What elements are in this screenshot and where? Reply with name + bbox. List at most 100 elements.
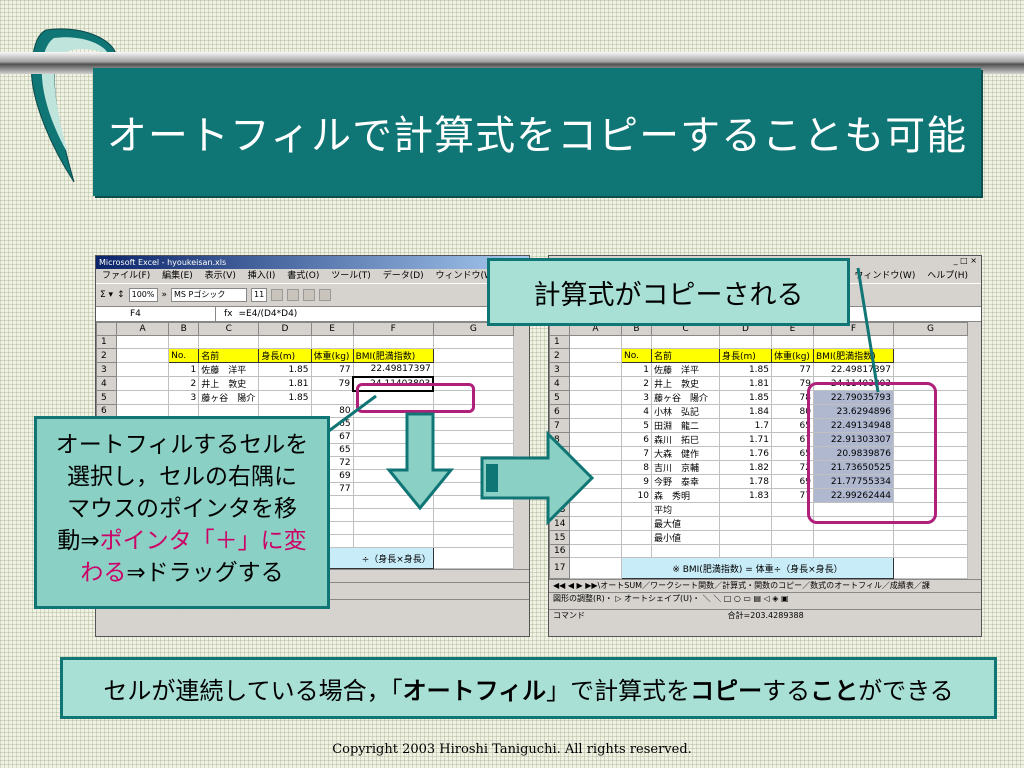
- bold-button[interactable]: [271, 289, 284, 301]
- cell[interactable]: 1: [621, 362, 652, 377]
- cell[interactable]: 吉川 京輔: [651, 460, 720, 475]
- cell[interactable]: 4: [621, 404, 652, 419]
- cell[interactable]: 佐藤 洋平: [651, 362, 720, 377]
- cell[interactable]: 77: [310, 362, 354, 377]
- col-header[interactable]: E: [310, 322, 354, 336]
- menu-file[interactable]: ファイル(F): [102, 271, 151, 281]
- align-center-button[interactable]: [303, 289, 316, 301]
- cell[interactable]: 22.99262444: [813, 488, 894, 503]
- cell[interactable]: 森 秀明: [651, 488, 720, 503]
- excel-window-right: _ □ × ウィンドウ(W) ヘルプ(H) Σ ▾ ↕ A B C D E F …: [548, 255, 982, 637]
- cell[interactable]: 7: [621, 446, 652, 461]
- header-height[interactable]: 身長(m): [719, 348, 772, 363]
- cell[interactable]: 3: [621, 390, 652, 405]
- cell[interactable]: 1.82: [719, 460, 772, 475]
- cell[interactable]: 今野 泰幸: [651, 474, 720, 489]
- font-select[interactable]: MS Pゴシック: [171, 288, 248, 302]
- cell[interactable]: 1.81: [258, 376, 312, 391]
- menu-window[interactable]: ウィンドウ(W): [435, 271, 497, 281]
- menu-edit[interactable]: 編集(E): [162, 271, 193, 281]
- cell[interactable]: 1.81: [719, 376, 772, 391]
- cell[interactable]: 6: [621, 432, 652, 447]
- cell[interactable]: 5: [621, 418, 652, 433]
- menu-insert[interactable]: 挿入(I): [247, 271, 276, 281]
- summary-label[interactable]: 最小値: [651, 530, 720, 545]
- cell[interactable]: 井上 敦史: [651, 376, 720, 391]
- cell[interactable]: 藤ヶ谷 陽介: [198, 390, 260, 405]
- cell[interactable]: 井上 敦史: [198, 376, 260, 391]
- more-icon[interactable]: »: [161, 290, 168, 300]
- sort-icon[interactable]: ↕: [117, 290, 125, 300]
- cell[interactable]: 1.85: [258, 390, 312, 405]
- cell[interactable]: 大森 健作: [651, 446, 720, 461]
- row-header[interactable]: 2: [96, 348, 118, 363]
- col-header[interactable]: G: [893, 322, 968, 336]
- cell[interactable]: 22.49134948: [813, 418, 894, 433]
- cell[interactable]: 22.49817397: [352, 362, 434, 377]
- font-size-select[interactable]: 11: [251, 288, 268, 302]
- col-header[interactable]: F: [352, 322, 434, 336]
- cell[interactable]: 1: [168, 362, 200, 377]
- cell[interactable]: 1.85: [258, 362, 312, 377]
- header-weight[interactable]: 体重(kg): [310, 348, 354, 363]
- cell[interactable]: 1.84: [719, 404, 772, 419]
- menu-format[interactable]: 書式(O): [287, 271, 320, 281]
- cell[interactable]: 77: [771, 362, 814, 377]
- row-header[interactable]: 3: [96, 362, 118, 377]
- cell[interactable]: 3: [168, 390, 200, 405]
- cell[interactable]: 2: [621, 376, 652, 391]
- autosum-icon[interactable]: Σ ▾: [100, 290, 114, 300]
- header-name[interactable]: 名前: [198, 348, 260, 363]
- row-header[interactable]: 5: [96, 390, 118, 405]
- note-cell[interactable]: ※ BMI(肥満指数) = 体重÷（身長×身長）: [621, 557, 894, 579]
- draw-toolbar[interactable]: 図形の調整(R)・ ▷ オートシェイプ(U)・ ＼ ＼ □ ○ ▭ ▤ ◁ ◈ …: [549, 592, 981, 609]
- header-weight[interactable]: 体重(kg): [771, 348, 814, 363]
- cell[interactable]: 10: [621, 488, 652, 503]
- col-header[interactable]: B: [168, 322, 200, 336]
- cell[interactable]: 1.85: [719, 362, 772, 377]
- cell[interactable]: 田淵 龍二: [651, 418, 720, 433]
- menu-view[interactable]: 表示(V): [204, 271, 236, 281]
- cell[interactable]: 9: [621, 474, 652, 489]
- row-header[interactable]: 4: [96, 376, 118, 391]
- col-header[interactable]: C: [198, 322, 260, 336]
- menu-help[interactable]: ヘルプ(H): [927, 271, 968, 281]
- summary-label[interactable]: 最大値: [651, 516, 720, 531]
- header-no[interactable]: No.: [621, 348, 652, 363]
- row-header[interactable]: 1: [96, 335, 118, 349]
- header-height[interactable]: 身長(m): [258, 348, 312, 363]
- cell[interactable]: 1.83: [719, 488, 772, 503]
- cell[interactable]: 21.77755334: [813, 474, 894, 489]
- cell[interactable]: 藤ヶ谷 陽介: [651, 390, 720, 405]
- cell[interactable]: 1.76: [719, 446, 772, 461]
- col-header[interactable]: A: [116, 322, 170, 336]
- menu-window[interactable]: ウィンドウ(W): [854, 271, 916, 281]
- cell[interactable]: 2: [168, 376, 200, 391]
- header-no[interactable]: No.: [168, 348, 200, 363]
- menu-tools[interactable]: ツール(T): [331, 271, 371, 281]
- cell[interactable]: 小林 弘記: [651, 404, 720, 419]
- cell[interactable]: 8: [621, 460, 652, 475]
- cell[interactable]: 1.7: [719, 418, 772, 433]
- cell[interactable]: 23.6294896: [813, 404, 894, 419]
- summary-label[interactable]: 平均: [651, 502, 720, 517]
- align-left-button[interactable]: [287, 289, 300, 301]
- formula-input[interactable]: =E4/(D4*D4): [238, 309, 298, 319]
- cell[interactable]: 1.85: [719, 390, 772, 405]
- zoom-select[interactable]: 100%: [128, 288, 158, 302]
- align-right-button[interactable]: [319, 289, 332, 301]
- cell[interactable]: 1.71: [719, 432, 772, 447]
- sheet-grid: A B C D E F G 1 2 No. 名前 身長(m) 体重(kg) BM…: [549, 322, 968, 579]
- col-header[interactable]: D: [258, 322, 312, 336]
- sheet-tabs[interactable]: ◀◀ ◀ ▶ ▶▶\オートSUM／ワークシート関数／計算式・関数のコピー／数式の…: [549, 579, 981, 592]
- cell[interactable]: 20.9839876: [813, 446, 894, 461]
- cell[interactable]: 79: [310, 376, 354, 391]
- cell[interactable]: 森川 拓巳: [651, 432, 720, 447]
- name-box[interactable]: F4: [96, 307, 216, 321]
- header-bmi[interactable]: BMI(肥満指数): [352, 348, 434, 363]
- corner-cell[interactable]: [96, 322, 118, 336]
- cell[interactable]: 1.78: [719, 474, 772, 489]
- header-name[interactable]: 名前: [651, 348, 720, 363]
- menu-data[interactable]: データ(D): [382, 271, 424, 281]
- cell[interactable]: 佐藤 洋平: [198, 362, 260, 377]
